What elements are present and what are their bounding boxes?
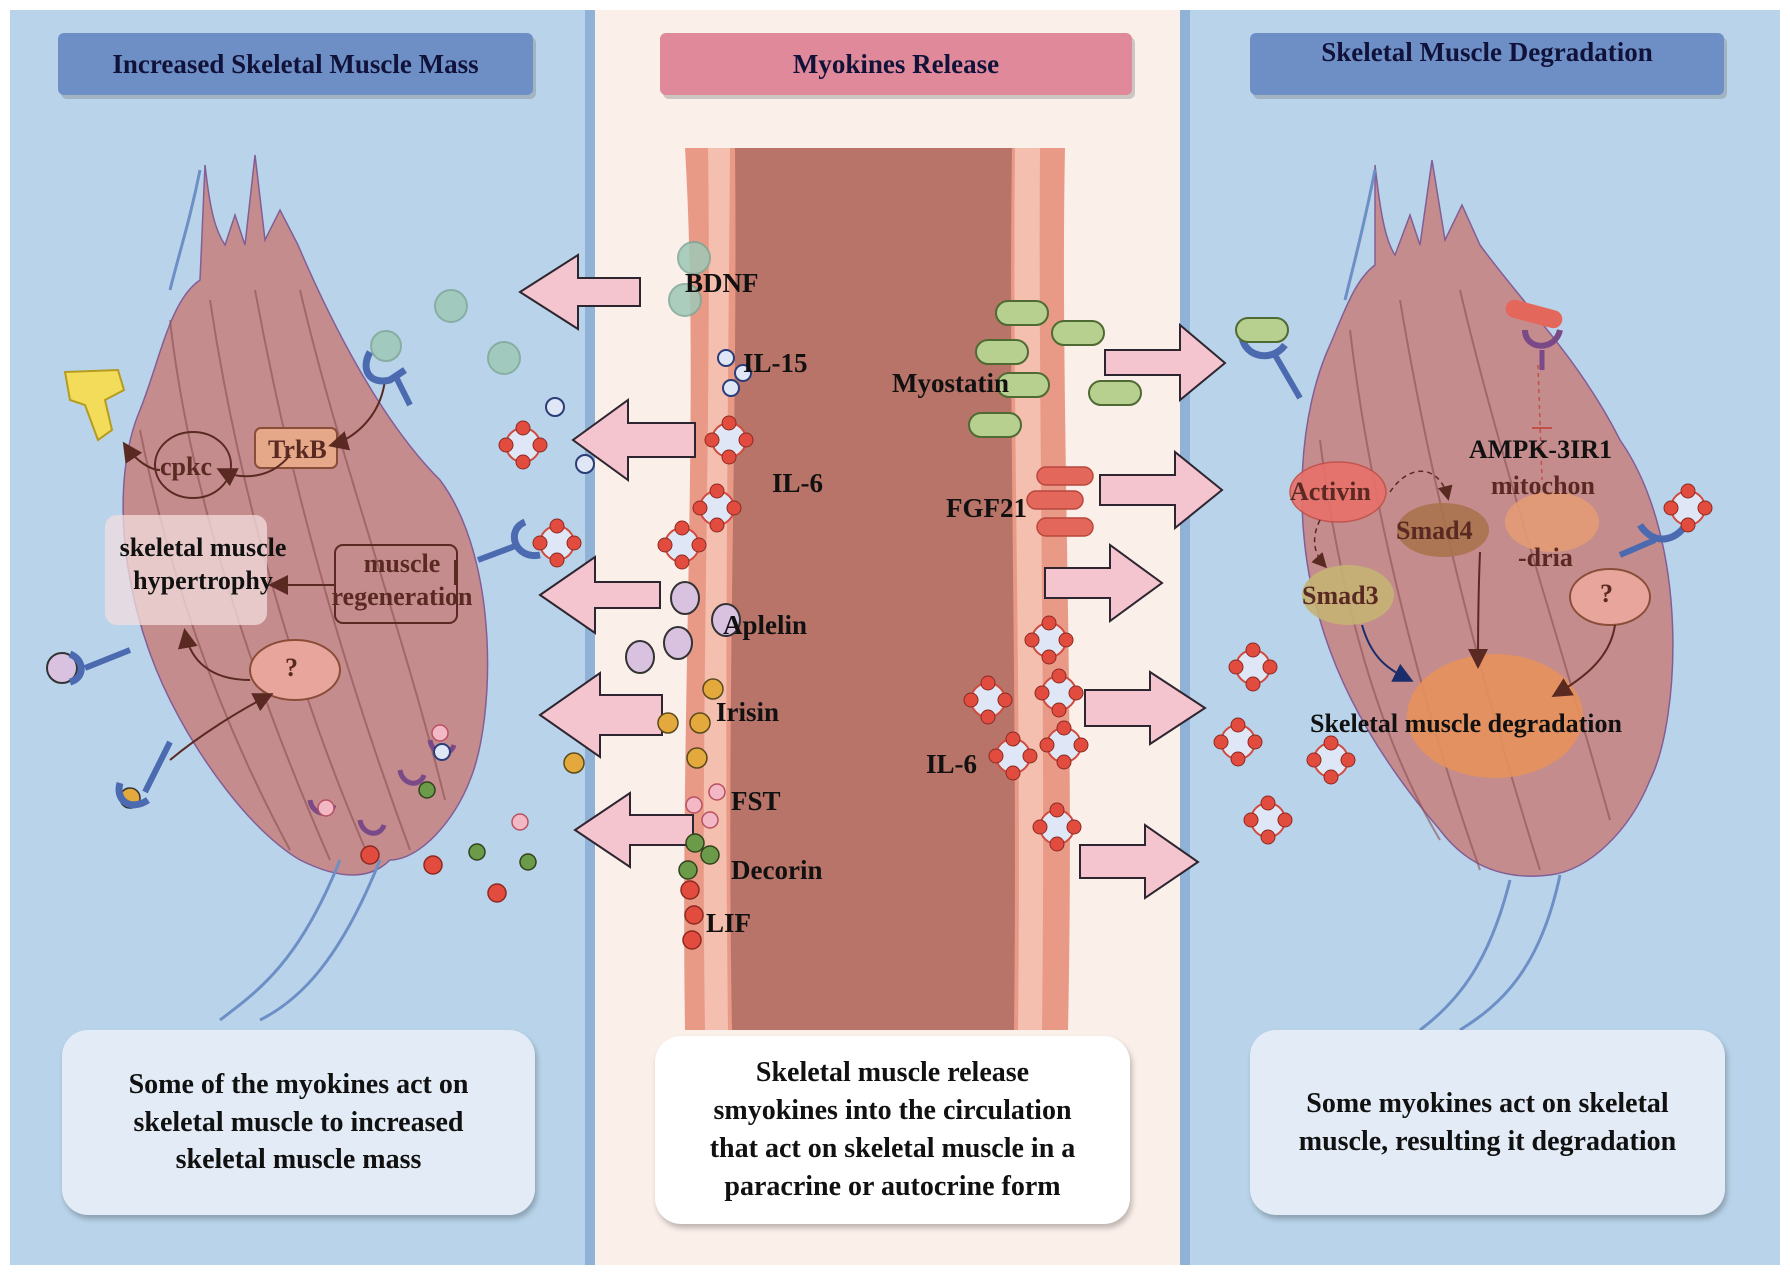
right-panel-title: Skeletal Muscle Degradation xyxy=(1250,33,1724,95)
bdnf-particles xyxy=(370,241,711,375)
left-caption: Some of the myokines act on skeletal mus… xyxy=(62,1030,535,1215)
fst-particles xyxy=(317,724,726,831)
label-cpkc: cpkc xyxy=(160,452,212,481)
label-lif: LIF xyxy=(706,908,752,938)
secretion-arrows xyxy=(518,253,1227,900)
right-caption: Some myokines act on skeletal muscle, re… xyxy=(1250,1030,1725,1215)
label-degradation: Skeletal muscle degradation xyxy=(1310,709,1622,738)
label-fgf21: FGF21 xyxy=(946,493,1027,523)
irisin-particles xyxy=(563,678,724,774)
right-muscle-fiber xyxy=(1238,159,1692,1032)
left-panel-title: Increased Skeletal Muscle Mass xyxy=(58,33,533,95)
decorin-particles xyxy=(418,781,720,880)
label-trkb: TrkB xyxy=(268,435,327,464)
label-dria: -dria xyxy=(1518,543,1573,572)
label-fst: FST xyxy=(731,786,781,816)
label-right-unknown: ? xyxy=(1600,579,1613,608)
label-il6-left: IL-6 xyxy=(772,468,824,498)
lif-particles xyxy=(360,845,704,950)
center-caption: Skeletal muscle release smyokines into t… xyxy=(655,1036,1130,1224)
label-apelin: Aplelin xyxy=(723,610,808,640)
label-smad3: Smad3 xyxy=(1302,581,1379,610)
label-ampk: AMPK-3IR1 xyxy=(1469,435,1612,464)
fgf21-particles xyxy=(1026,466,1094,537)
label-mitochon: mitochon xyxy=(1491,471,1595,500)
blood-vessel xyxy=(684,148,1070,1030)
center-panel-title: Myokines Release xyxy=(660,33,1132,95)
label-il6-right: IL-6 xyxy=(926,749,978,779)
label-decorin: Decorin xyxy=(731,855,823,885)
label-irisin: Irisin xyxy=(716,697,780,727)
label-bdnf: BDNF xyxy=(685,268,759,298)
label-myostatin: Myostatin xyxy=(892,368,1009,398)
label-left-unknown: ? xyxy=(285,653,298,682)
left-muscle-fiber xyxy=(105,154,489,1022)
left-receptors xyxy=(46,350,541,836)
il15-particles xyxy=(433,349,752,761)
apelin-particles xyxy=(625,581,741,674)
label-regeneration: muscle regeneration xyxy=(331,549,473,611)
label-activin: Activin xyxy=(1290,477,1371,506)
label-smad4: Smad4 xyxy=(1396,516,1473,545)
label-il15: IL-15 xyxy=(743,348,808,378)
label-hypertrophy: skeletal muscle hypertrophy xyxy=(119,533,287,595)
